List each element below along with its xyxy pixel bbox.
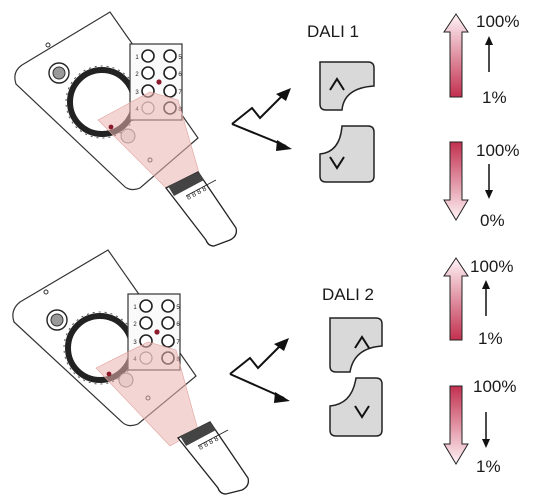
panel-number: 7: [178, 90, 182, 96]
level-top-label: 100%: [473, 377, 516, 396]
section-title: DALI 1: [307, 22, 359, 41]
panel-button: [163, 49, 177, 63]
panel-number: 6: [176, 322, 180, 328]
indicator-dot: [154, 329, 160, 335]
panel-button: [163, 84, 177, 98]
increase-arrow-icon: [485, 36, 493, 72]
screw-icon: [43, 289, 49, 295]
decrease-arrow-icon: [482, 412, 490, 448]
chevron-down-icon: [354, 405, 370, 419]
panel-number: 6: [178, 72, 182, 78]
panel-button: [161, 299, 175, 313]
panel-number: 2: [135, 72, 139, 78]
level-top-label: 100%: [476, 141, 519, 160]
level-top-label: 100%: [476, 12, 519, 31]
level-bottom-label: 0%: [480, 211, 505, 230]
panel-button: [139, 299, 153, 313]
indicator-dot: [156, 79, 162, 85]
panel-number: 5: [178, 55, 182, 61]
section-title: DALI 2: [322, 285, 374, 304]
device-illustration: 1 2 3 4 5 6 7 8 8 8 8 8: [14, 11, 238, 247]
panel-number: 3: [133, 340, 137, 346]
level-bottom-label: 1%: [482, 88, 507, 107]
dim-down-button[interactable]: [329, 377, 383, 437]
dim-up-button[interactable]: [329, 317, 383, 373]
level-bottom-label: 1%: [476, 457, 501, 476]
device-illustration: 1 2 3 4 5 6 7 8 8 8 8 8: [12, 249, 250, 495]
panel-number: 3: [135, 90, 139, 96]
chevron-up-icon: [354, 335, 370, 349]
remote-control-icon: 8 8 8 8: [176, 421, 250, 495]
dim-up-gradient-arrow: [443, 13, 469, 98]
ir-beam: [97, 91, 201, 195]
panel-number: 5: [176, 305, 180, 311]
chevron-down-icon: [329, 156, 345, 170]
decrease-arrow-icon: [485, 164, 493, 199]
panel-button: [139, 316, 153, 330]
panel-button: [161, 316, 175, 330]
section-dali-2: 1 2 3 4 5 6 7 8 8 8 8 8 D: [12, 249, 516, 495]
level-bottom-label: 1%: [478, 329, 503, 348]
panel-button: [141, 49, 155, 63]
lens-icon: [48, 62, 70, 84]
panel-number: 1: [135, 55, 139, 61]
chevron-up-icon: [329, 77, 345, 91]
dim-down-gradient-arrow: [443, 141, 469, 221]
dim-up-gradient-arrow: [443, 257, 469, 341]
panel-number: 2: [133, 322, 137, 328]
panel-number: 7: [176, 340, 180, 346]
screw-icon: [45, 42, 51, 48]
dim-down-gradient-arrow: [443, 385, 469, 465]
indicator-dot: [106, 371, 112, 377]
dim-up-button[interactable]: [319, 61, 375, 111]
level-top-label: 100%: [470, 257, 513, 276]
section-dali-1: 1 2 3 4 5 6 7 8 8 8 8 8: [14, 11, 519, 247]
increase-arrow-icon: [482, 280, 490, 316]
panel-button: [163, 66, 177, 80]
panel-button: [141, 66, 155, 80]
pointer-arrows: [229, 338, 290, 403]
remote-control-icon: 8 8 8 8: [165, 171, 238, 247]
dim-down-button[interactable]: [319, 125, 375, 183]
lens-icon: [46, 309, 68, 331]
pointer-arrows: [231, 88, 292, 151]
panel-button: [161, 334, 175, 348]
indicator-dot: [108, 124, 114, 130]
ir-beam: [95, 341, 199, 447]
panel-number: 1: [133, 305, 137, 311]
